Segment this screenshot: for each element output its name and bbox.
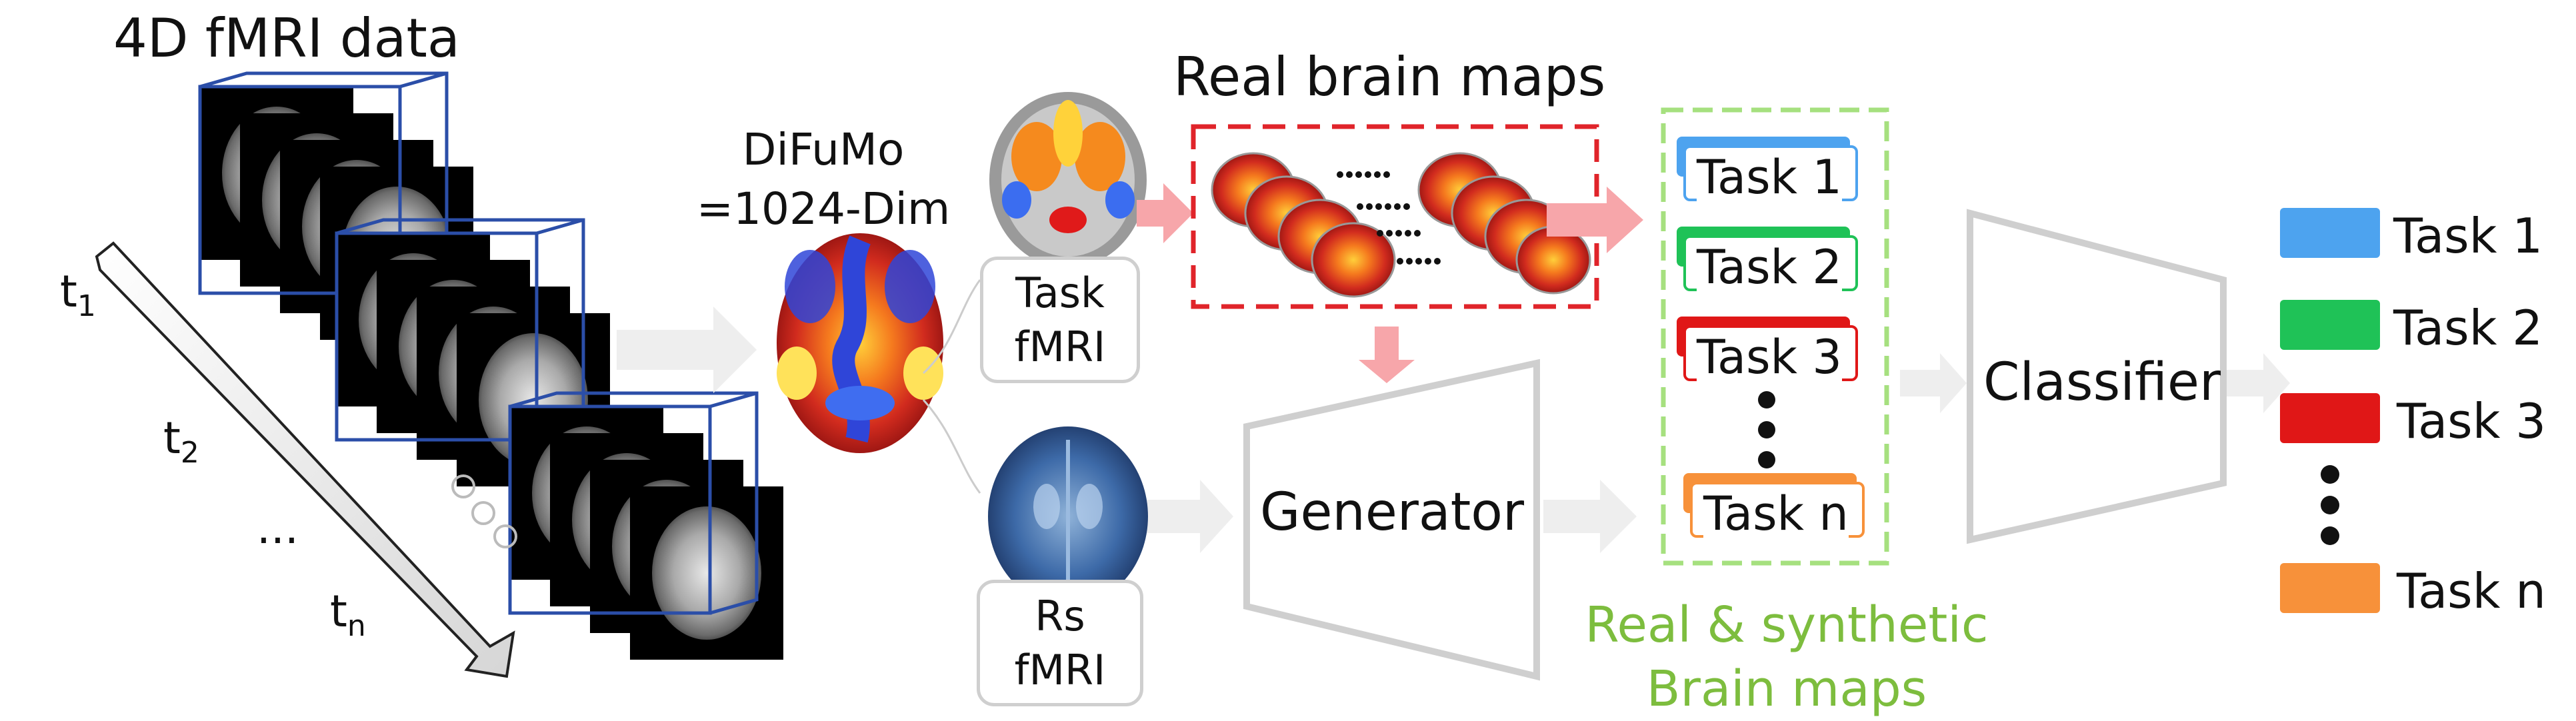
time-label-dots: ... [257,502,299,554]
real-synthetic-caption: Real & synthetic Brain maps [1560,593,2013,721]
time-label-tn-sub: n [347,609,366,644]
time-label-t1-sub: 1 [77,289,96,324]
atlas-connector-lines [922,279,981,494]
pink-arrow-real-to-generator [1359,327,1415,383]
time-label-t1-letter: t [60,266,77,317]
rs-fmri-brain-thumbnail [988,426,1148,606]
sequence-ellipsis-circles [451,474,517,548]
time-label-t2-sub: 2 [180,436,199,470]
pink-arrow-real-to-synthetic [1547,187,1643,253]
real-brain-maps-box [1191,124,1599,309]
task-card-label-n: Task n [1703,486,1849,541]
rs-fmri-box: Rs fMRI [977,580,1143,706]
legend-swatch-task-n [2280,563,2380,613]
task-card-label-3: Task 3 [1697,330,1842,384]
flow-arrow-classifier-to-legend [2220,353,2290,413]
real-synthetic-caption-line1: Real & synthetic [1585,596,1989,654]
classifier-block [1967,209,2227,544]
difumo-label-line1: DiFuMo [742,124,905,175]
time-label-tn: tn [330,590,366,641]
rs-fmri-box-line2: fMRI [1014,645,1106,694]
legend-vertical-dots [2321,465,2339,545]
time-axis-arrow [95,241,515,678]
classifier-label: Classifier [1983,353,2221,412]
synthetic-maps-box [1661,107,1889,566]
difumo-label: DiFuMo =1024-Dim [683,120,963,239]
legend-label-task-n: Task n [2397,563,2546,619]
task-card-label-2: Task 2 [1697,240,1842,295]
time-label-t2-letter: t [163,412,181,464]
generator-label: Generator [1260,482,1525,542]
flow-arrow-maps-to-classifier [1900,353,1967,413]
flow-arrow-volumes-to-difumo [617,307,757,393]
task-card-label-1: Task 1 [1697,150,1842,205]
generator-block [1243,359,1540,681]
legend-label-task-3: Task 3 [2397,393,2547,449]
time-label-t1: t1 [60,270,96,321]
fmri-4d-title: 4D fMRI data [113,7,460,69]
flow-arrow-rs-to-generator [1147,480,1233,553]
task-fmri-box: Task fMRI [980,257,1140,383]
task-card-vertical-dots [1758,391,1775,468]
rs-fmri-box-line1: Rs [1035,592,1085,640]
real-synthetic-caption-line2: Brain maps [1646,660,1927,718]
time-label-tn-letter: t [330,586,347,637]
task-fmri-brain-thumbnail [989,92,1147,268]
fmri-volume-stack-n [508,391,783,660]
pink-arrow-task-to-real [1137,183,1193,243]
real-map-ellipsis-dots [1337,171,1441,265]
legend-swatches [2280,208,2380,613]
legend-swatch-task-1 [2280,208,2380,258]
task-fmri-box-line1: Task [1015,269,1105,317]
flow-arrow-generator-to-maps [1543,480,1637,553]
time-label-t2: t2 [163,416,199,468]
legend-label-task-2: Task 2 [2393,300,2543,356]
legend-swatch-task-2 [2280,300,2380,350]
difumo-label-line2: =1024-Dim [696,183,951,235]
difumo-atlas-brain [777,233,943,453]
legend-swatch-task-3 [2280,393,2380,443]
real-map-thumbnail-group-left [1211,152,1396,298]
task-fmri-box-line2: fMRI [1014,322,1106,371]
legend-label-task-1: Task 1 [2393,208,2543,264]
real-brain-maps-title: Real brain maps [1173,46,1606,108]
